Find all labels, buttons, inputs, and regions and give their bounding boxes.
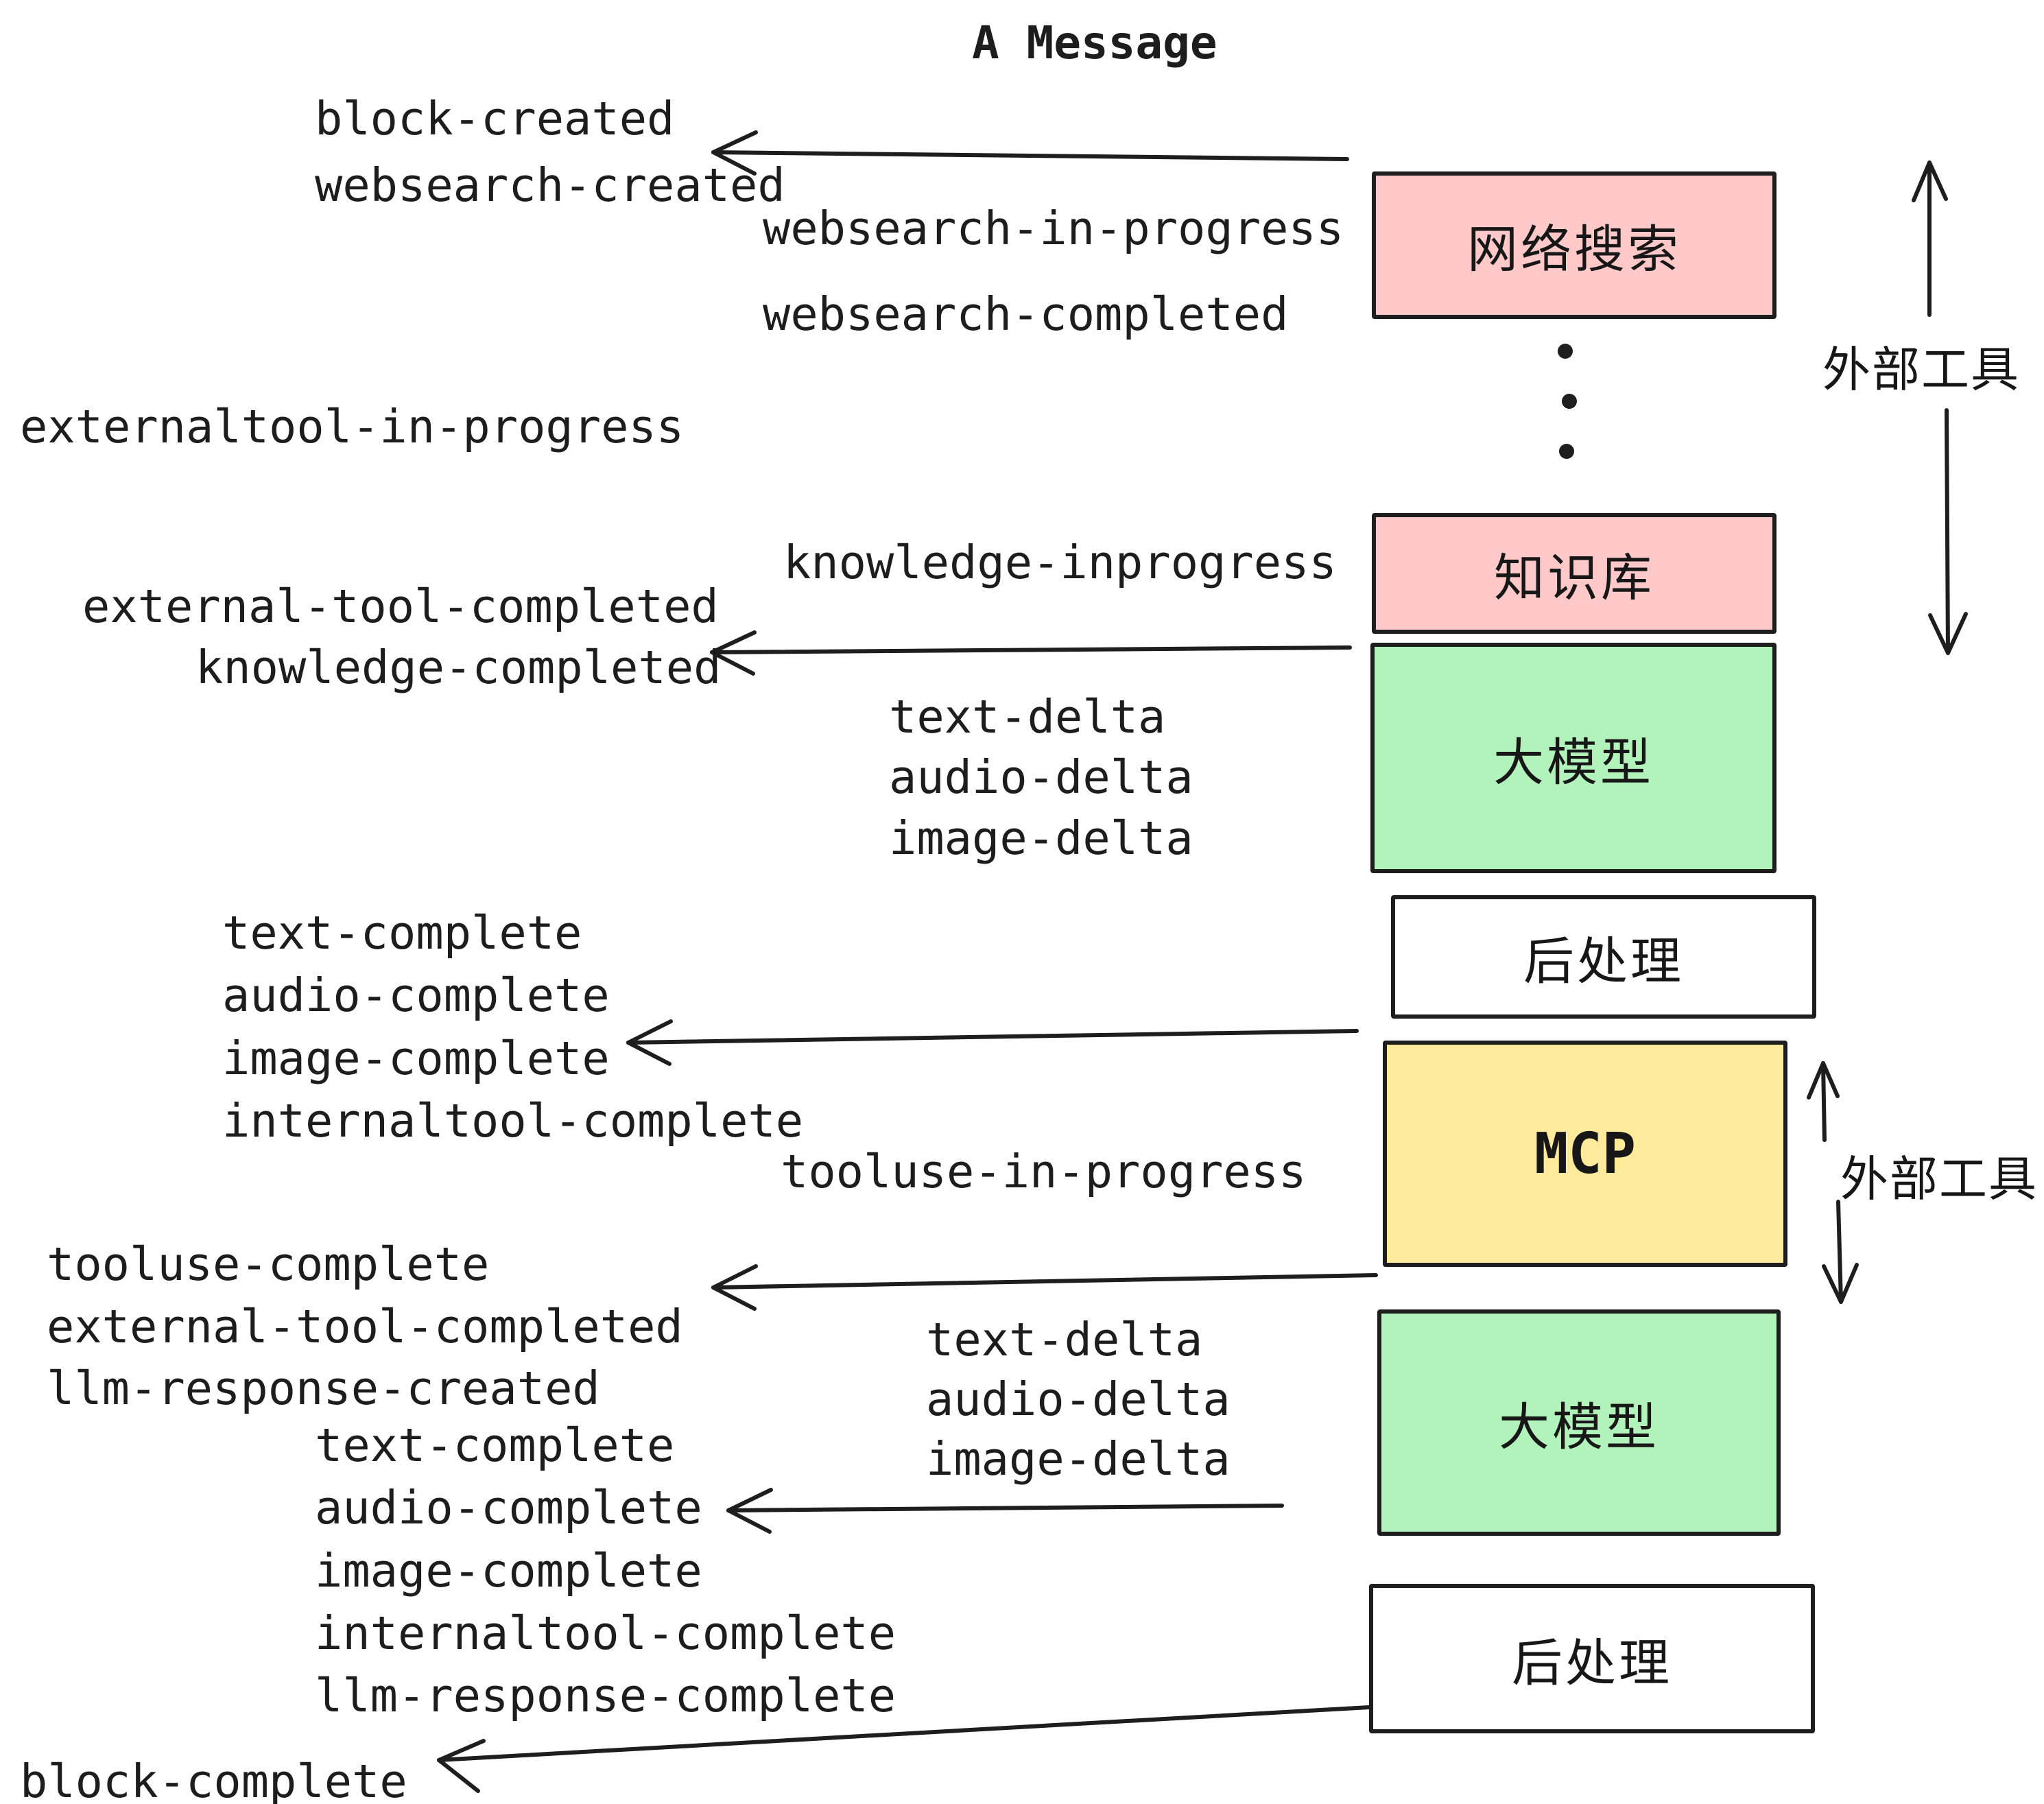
event-block-complete: block-complete xyxy=(20,1755,407,1804)
event-text-delta-2: text-delta xyxy=(926,1313,1203,1366)
arrow-to-block-created xyxy=(711,130,1349,176)
box-llm-2-label: 大模型 xyxy=(1499,1398,1659,1456)
arrow-to-knowledge-completed xyxy=(710,630,1352,676)
event-external-tool-completed-1: external-tool-completed xyxy=(82,580,719,633)
event-text-complete-2: text-complete xyxy=(315,1419,675,1472)
arrow-to-audio-complete xyxy=(726,1488,1284,1534)
external-tools-label-top: 外部工具 xyxy=(1822,343,2020,396)
ellipsis-dots xyxy=(1558,344,1577,459)
box-knowledge-label: 知识库 xyxy=(1494,549,1654,606)
box-knowledge: 知识库 xyxy=(1372,513,1776,634)
event-websearch-completed: websearch-completed xyxy=(763,287,1289,341)
event-internaltool-complete-1: internaltool-complete xyxy=(222,1094,804,1148)
event-image-delta-1: image-delta xyxy=(889,811,1193,865)
page-title: A Message xyxy=(972,16,1217,69)
event-audio-delta-1: audio-delta xyxy=(889,750,1193,804)
box-websearch: 网络搜索 xyxy=(1372,171,1776,319)
event-image-complete-1: image-complete xyxy=(222,1032,610,1085)
event-knowledge-inprogress: knowledge-inprogress xyxy=(783,536,1337,589)
box-postprocess-1-label: 后处理 xyxy=(1523,932,1684,990)
event-text-delta-1: text-delta xyxy=(889,690,1166,744)
event-llm-response-created: llm-response-created xyxy=(47,1362,600,1415)
box-mcp: MCP xyxy=(1383,1041,1787,1267)
box-mcp-label: MCP xyxy=(1534,1121,1637,1187)
mcp-down-arrow xyxy=(1822,1200,1859,1304)
external-tools-label-bottom: 外部工具 xyxy=(1840,1152,2038,1206)
event-tooluse-in-progress: tooluse-in-progress xyxy=(781,1145,1307,1198)
arrow-to-image-complete xyxy=(626,1019,1359,1066)
box-postprocess-2-label: 后处理 xyxy=(1512,1634,1672,1692)
event-block-created: block-created xyxy=(315,92,675,145)
box-llm-1-label: 大模型 xyxy=(1493,733,1654,791)
mcp-up-arrow xyxy=(1807,1061,1840,1142)
external-tools-down-arrow xyxy=(1928,408,1968,655)
event-audio-complete-1: audio-complete xyxy=(222,969,610,1022)
event-tooluse-complete: tooluse-complete xyxy=(47,1237,490,1291)
event-knowledge-completed: knowledge-completed xyxy=(195,641,722,694)
box-postprocess-1: 后处理 xyxy=(1391,895,1816,1019)
event-websearch-created: websearch-created xyxy=(315,158,785,212)
event-image-complete-2: image-complete xyxy=(315,1544,702,1598)
external-tools-up-arrow xyxy=(1912,161,1948,317)
box-llm-2: 大模型 xyxy=(1377,1309,1781,1536)
box-llm-1: 大模型 xyxy=(1370,643,1776,873)
event-image-delta-2: image-delta xyxy=(926,1432,1231,1486)
event-audio-delta-2: audio-delta xyxy=(926,1373,1231,1426)
box-websearch-label: 网络搜索 xyxy=(1467,221,1681,278)
event-text-complete-1: text-complete xyxy=(222,906,582,960)
event-internaltool-complete-2: internaltool-complete xyxy=(315,1606,896,1660)
box-postprocess-2: 后处理 xyxy=(1369,1584,1815,1733)
arrow-to-tooluse-complete xyxy=(711,1264,1378,1311)
event-llm-response-complete: llm-response-complete xyxy=(315,1669,896,1722)
event-websearch-in-progress: websearch-in-progress xyxy=(763,202,1344,255)
event-external-tool-completed-2: external-tool-completed xyxy=(47,1300,683,1353)
event-audio-complete-2: audio-complete xyxy=(315,1481,702,1534)
event-externaltool-in-progress: externaltool-in-progress xyxy=(20,400,685,453)
